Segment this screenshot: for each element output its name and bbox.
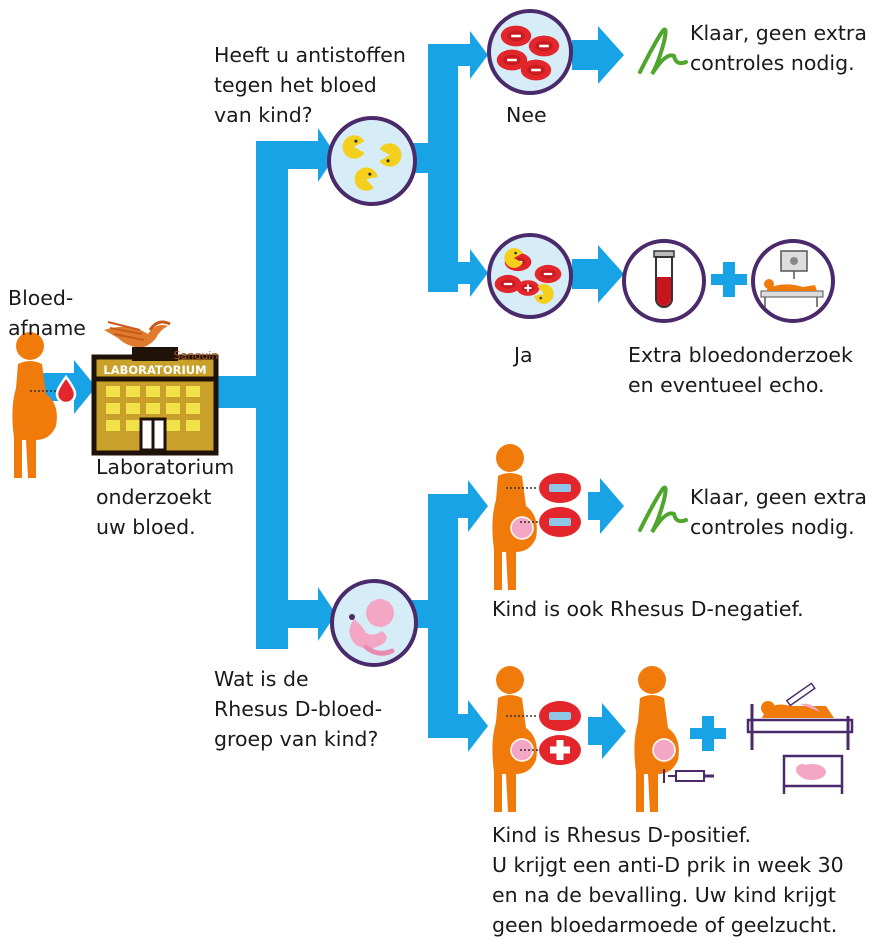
- baby-icon: [330, 579, 418, 667]
- plus-icon: [690, 716, 726, 751]
- lab-sign-text: LABORATORIUM: [103, 363, 206, 377]
- sanquin-logo-icon: [104, 320, 171, 348]
- ultrasound-icon: [751, 239, 835, 323]
- sanquin-text: Sanquin: [174, 349, 219, 362]
- antistoffen-question: Heeft u antistoffen tegen het bloed van …: [214, 43, 406, 127]
- test-tube-icon: [622, 239, 706, 323]
- plus-icon: [711, 262, 747, 297]
- arrow-lower-trunk: [428, 497, 458, 735]
- nee-label: Nee: [506, 103, 547, 127]
- arrow-to-ja: [428, 249, 488, 297]
- rhesus-positive-icon: [539, 735, 581, 765]
- arrow-neg-klaar: [588, 478, 624, 534]
- blood-draw-label: Bloed- afname: [8, 286, 86, 340]
- pregnant-woman-icon: [492, 444, 537, 590]
- lab-caption: Laboratorium onderzoekt uw bloed.: [96, 455, 235, 539]
- pregnant-woman-icon: [634, 666, 679, 812]
- positive-label: Kind is Rhesus D-positief. U krijgt een …: [492, 823, 844, 937]
- arrow-nee-klaar: [572, 26, 624, 84]
- mixed-cells-icon: [487, 233, 573, 319]
- arrow-to-negative: [428, 480, 488, 532]
- signature-check-icon: [638, 27, 688, 76]
- antibody-cells-icon: [327, 116, 417, 206]
- rhesus-negative-icon: [539, 473, 581, 503]
- arrow-to-nee: [428, 31, 488, 79]
- arrow-to-rhesus: [256, 587, 336, 641]
- arrow-trunk: [256, 157, 288, 649]
- extra-label: Extra bloedonderzoek en eventueel echo.: [628, 343, 853, 397]
- rhesus-negative-icon: [539, 507, 581, 537]
- klaar-label-bottom: Klaar, geen extra controles nodig.: [690, 485, 867, 539]
- negative-label: Kind is ook Rhesus D-negatief.: [492, 597, 804, 621]
- arrow-upper-trunk: [428, 52, 458, 292]
- klaar-label-top: Klaar, geen extra controles nodig.: [690, 21, 867, 75]
- arrow-to-antistoffen: [256, 128, 336, 182]
- blood-drop-icon: [55, 374, 77, 405]
- pregnant-woman-icon: [12, 332, 57, 478]
- hospital-bed-icon: [746, 682, 854, 750]
- arrow-pos-woman: [588, 703, 626, 759]
- crib-icon: [782, 754, 844, 794]
- arrow-ja-extra: [572, 245, 624, 303]
- rhesus-question: Wat is de Rhesus D-bloed- groep van kind…: [214, 667, 383, 751]
- pregnant-woman-icon: [492, 666, 537, 812]
- red-blood-cells-icon: [487, 9, 573, 95]
- rhesus-negative-icon: [539, 701, 581, 731]
- laboratory-building-icon: [91, 347, 219, 456]
- ja-label: Ja: [514, 343, 533, 367]
- signature-check-icon: [638, 485, 688, 534]
- syringe-icon: [663, 769, 714, 783]
- arrow-to-positive: [428, 700, 488, 752]
